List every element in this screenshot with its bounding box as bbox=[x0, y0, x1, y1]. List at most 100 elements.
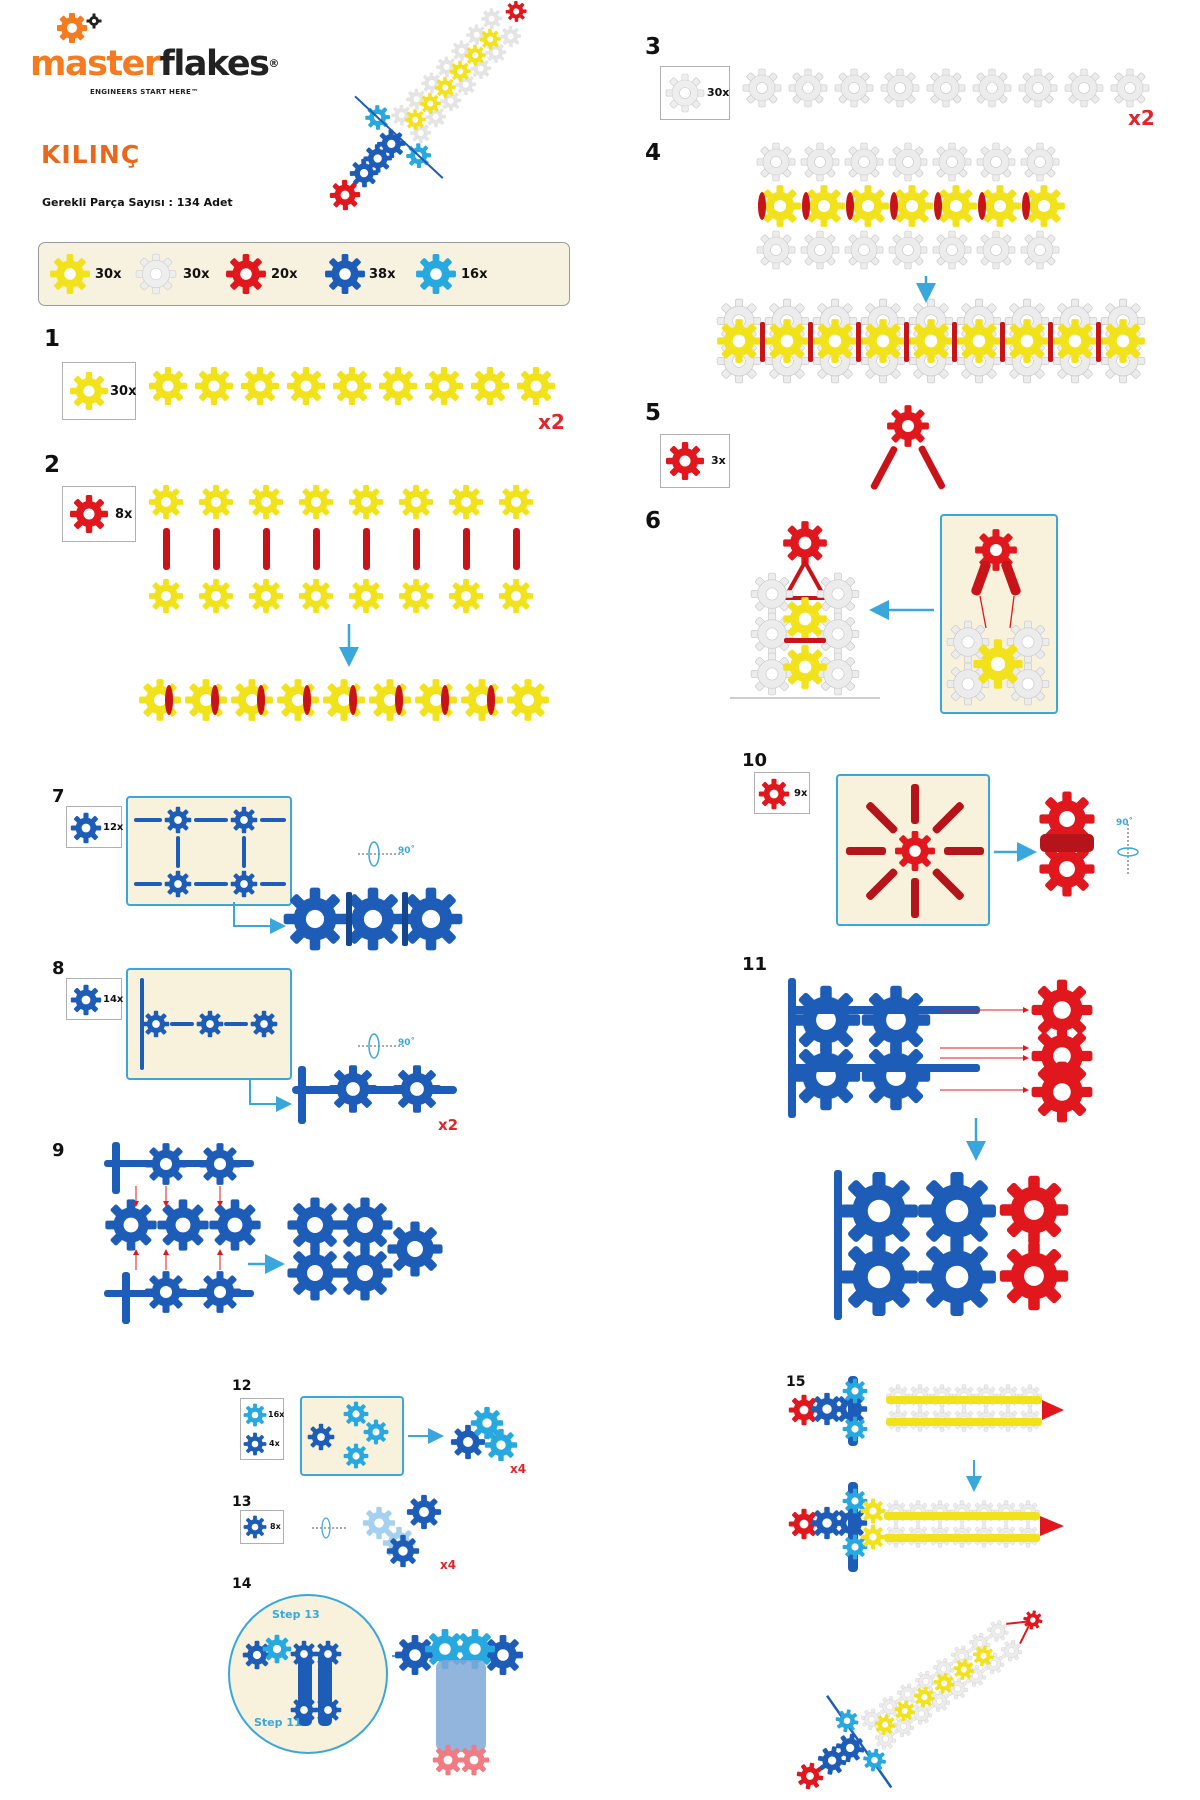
step-15-sword-before bbox=[788, 1376, 1064, 1446]
step-7-parts-box: 12x bbox=[66, 806, 124, 848]
white-flake-icon bbox=[665, 73, 705, 113]
rotate-90-icon bbox=[358, 841, 404, 867]
step-12-detail-image bbox=[307, 1401, 389, 1469]
blue-count: 38x bbox=[369, 267, 396, 282]
white-flake-icon bbox=[135, 253, 177, 295]
step-8-connector-arrow bbox=[249, 1080, 292, 1112]
red-flake-icon bbox=[70, 495, 108, 533]
step-4-assembly bbox=[716, 142, 1146, 384]
step-8-number: 8 bbox=[52, 958, 65, 979]
step-8-rotate-label: 90˚ bbox=[398, 1038, 416, 1048]
step-13-multiplier: x4 bbox=[440, 1558, 457, 1572]
step-9-number: 9 bbox=[52, 1140, 65, 1161]
brand-name-master: master bbox=[30, 44, 161, 84]
step-12-number: 12 bbox=[232, 1378, 252, 1394]
step-8-detail-image bbox=[140, 978, 278, 1070]
step-4-number: 4 bbox=[645, 140, 662, 166]
step-7-detail-image bbox=[134, 806, 286, 898]
step-13-result bbox=[362, 1494, 442, 1568]
step-10-detail-panel bbox=[836, 774, 990, 926]
rotate-icon bbox=[312, 1517, 348, 1539]
step-2-parts-box: 8x bbox=[62, 486, 136, 542]
rotate-90-icon bbox=[358, 1033, 404, 1059]
step-12-detail-panel bbox=[300, 1396, 404, 1476]
step-1-count: 30x bbox=[110, 384, 137, 399]
step-14-detail-circle: Step 13 Step 11 bbox=[228, 1594, 388, 1754]
step-5-red-piece bbox=[870, 405, 946, 490]
step-8-parts-box: 14x bbox=[66, 978, 123, 1020]
rotate-90-icon bbox=[1117, 824, 1139, 874]
parts-required-text: Gerekli Parça Sayısı : 134 Adet bbox=[42, 196, 233, 209]
step-10-rotate-label: 90˚ bbox=[1116, 818, 1134, 828]
step-2-number: 2 bbox=[44, 452, 61, 478]
step-3-count: 30x bbox=[707, 86, 730, 99]
step-13-count: 8x bbox=[270, 1522, 281, 1531]
white-count: 30x bbox=[183, 267, 210, 282]
step-10-count: 9x bbox=[794, 788, 808, 799]
brand-logo: masterflakes® ENGINEERS START HERE™ bbox=[28, 12, 279, 112]
step-8-result bbox=[292, 1065, 457, 1124]
step-12-count-lightblue: 16x bbox=[268, 1410, 285, 1419]
step-6-number: 6 bbox=[645, 508, 662, 534]
step-7-rotate-label: 90˚ bbox=[398, 846, 416, 856]
step-6-arrow bbox=[869, 600, 934, 620]
step-14-detail-image bbox=[242, 1634, 342, 1726]
step-10-detail-image bbox=[846, 784, 984, 918]
step-7-result bbox=[283, 887, 463, 951]
lightblue-flake-icon bbox=[243, 1403, 267, 1427]
blue-flake-icon bbox=[243, 1432, 267, 1456]
step-10-arrow bbox=[994, 842, 1037, 862]
step-1-multiplier: x2 bbox=[538, 410, 565, 434]
step-5-parts-box: 3x bbox=[660, 434, 730, 488]
step-7-detail-panel bbox=[126, 796, 292, 906]
step-3-parts-box: 30x bbox=[660, 66, 730, 120]
step-10-parts-box: 9x bbox=[754, 772, 810, 814]
sword-hero-image bbox=[323, 0, 531, 217]
step-13-number: 13 bbox=[232, 1494, 252, 1510]
yellow-flake-icon bbox=[70, 372, 108, 410]
step-12-parts-box: 16x 4x bbox=[240, 1398, 284, 1460]
step-15-arrow bbox=[966, 1460, 982, 1492]
red-flake-icon bbox=[226, 254, 266, 294]
step-6-detail-panel bbox=[940, 514, 1058, 714]
red-flake-icon bbox=[666, 442, 704, 480]
parts-summary-panel: 30x 30x 20x 38x 16x bbox=[38, 242, 570, 306]
red-flake-icon bbox=[758, 778, 790, 810]
step-9-assembly bbox=[104, 1142, 443, 1324]
blue-flake-icon bbox=[243, 1515, 267, 1539]
final-sword-image bbox=[791, 1606, 1047, 1795]
step-2-assembly bbox=[139, 484, 549, 721]
step-13-parts-box: 8x bbox=[240, 1510, 284, 1544]
blue-flake-icon bbox=[70, 812, 102, 844]
step-7-count: 12x bbox=[103, 822, 124, 833]
step-10-result bbox=[1039, 791, 1095, 897]
step-15-sword-after bbox=[788, 1482, 1064, 1572]
red-count: 20x bbox=[271, 267, 298, 282]
step-5-count: 3x bbox=[711, 454, 726, 467]
step-15-number: 15 bbox=[786, 1374, 806, 1390]
step-7-number: 7 bbox=[52, 786, 65, 807]
step-14-label-step11: Step 11 bbox=[254, 1716, 302, 1729]
step-2-count: 8x bbox=[115, 507, 133, 522]
blue-flake-icon bbox=[325, 254, 365, 294]
step-5-number: 5 bbox=[645, 400, 662, 426]
step-1-yellow-chain bbox=[149, 367, 555, 405]
page-title: KILINÇ bbox=[41, 140, 141, 169]
step-14-number: 14 bbox=[232, 1576, 252, 1592]
step-11-assembly bbox=[788, 978, 1093, 1320]
blue-flake-icon bbox=[70, 984, 102, 1016]
step-3-white-chain bbox=[742, 68, 1150, 108]
step-6-tower bbox=[730, 521, 880, 699]
step-8-detail-panel bbox=[126, 968, 292, 1080]
step-8-multiplier: x2 bbox=[438, 1116, 459, 1134]
step-1-parts-box: 30x bbox=[62, 362, 136, 420]
brand-tagline: ENGINEERS START HERE™ bbox=[90, 88, 199, 96]
step-3-multiplier: x2 bbox=[1128, 106, 1155, 130]
registered-mark: ® bbox=[268, 57, 279, 70]
step-12-count-blue: 4x bbox=[269, 1439, 280, 1448]
step-12-multiplier: x4 bbox=[510, 1462, 527, 1476]
step-14-result bbox=[395, 1629, 523, 1776]
lightblue-count: 16x bbox=[461, 267, 488, 282]
step-6-detail-image bbox=[946, 529, 1050, 706]
step-7-connector-arrow bbox=[233, 902, 286, 934]
